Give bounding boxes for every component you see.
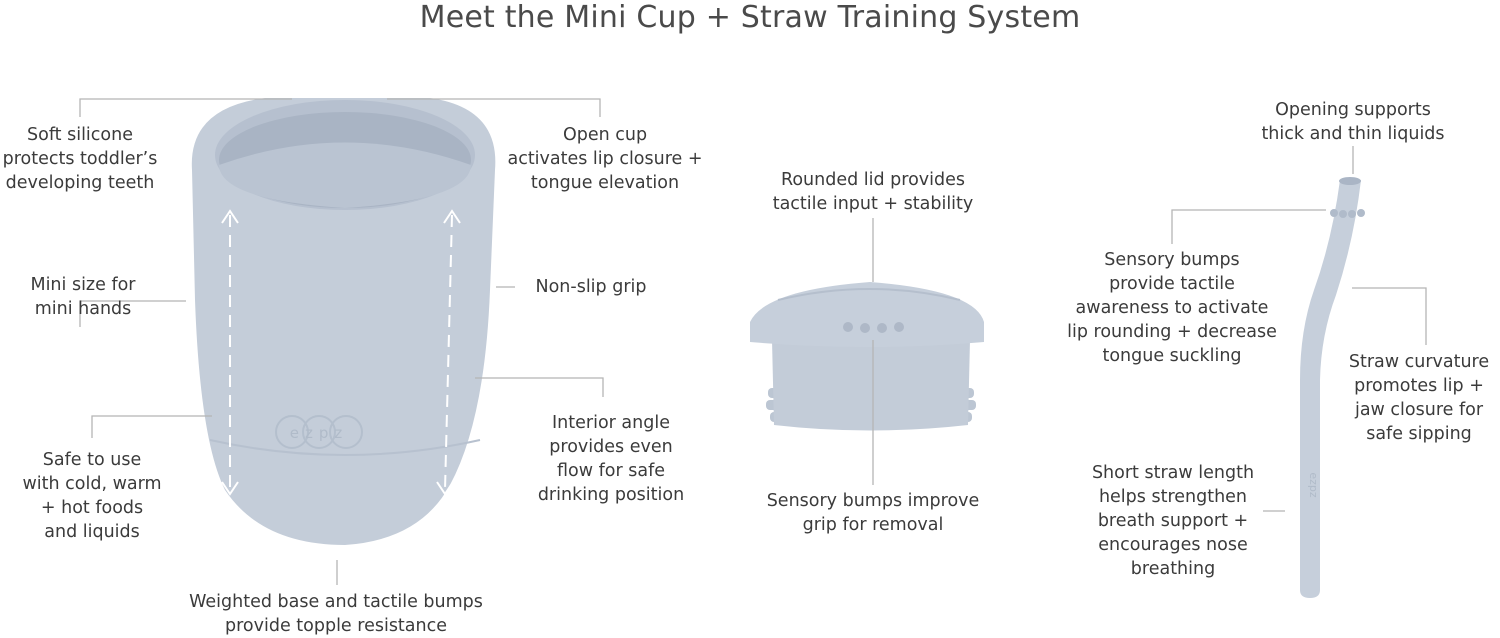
- leader-curvature: [1352, 287, 1427, 345]
- callout-weighted-base: Weighted base and tactile bumps provide …: [189, 592, 483, 636]
- page-title: Meet the Mini Cup + Straw Training Syste…: [419, 0, 1081, 35]
- callout-straw-sensory-bumps: Sensory bumps provide tactile awareness …: [1067, 250, 1277, 366]
- callout-rounded-lid: Rounded lid provides tactile input + sta…: [772, 170, 974, 214]
- callout-open-cup: Open cup activates lip closure + tongue …: [507, 125, 703, 193]
- callout-straw-curvature: Straw curvature promotes lip + jaw closu…: [1348, 352, 1490, 444]
- leader-sensory-bumps: [1171, 209, 1326, 244]
- leader-mini-size: [79, 300, 186, 327]
- callout-non-slip-grip: Non-slip grip: [535, 277, 647, 297]
- callout-straw-short-length: Short straw length helps strengthen brea…: [1091, 463, 1255, 579]
- mini-cup: [191, 98, 496, 545]
- leader-soft-silicone: [79, 98, 292, 117]
- callout-mini-size: Mini size for mini hands: [30, 275, 136, 319]
- callout-safe-to-use: Safe to use with cold, warm + hot foods …: [22, 450, 162, 542]
- leader-interior-angle: [475, 377, 604, 397]
- training-straw: [1300, 177, 1365, 598]
- leader-safe-to-use: [91, 415, 212, 438]
- cup-brand-emboss: ezpz: [290, 424, 349, 442]
- callout-soft-silicone: Soft silicone protects toddler’s develop…: [2, 125, 158, 193]
- callout-interior-angle: Interior angle provides even flow for sa…: [537, 413, 685, 505]
- leader-open-cup: [387, 98, 601, 117]
- callout-sensory-bumps-grip: Sensory bumps improve grip for removal: [766, 491, 980, 535]
- callout-straw-opening: Opening supports thick and thin liquids: [1261, 100, 1445, 144]
- rounded-lid: [750, 282, 984, 431]
- straw-brand-emboss: ezpz: [1307, 472, 1320, 498]
- leader-lines: [79, 98, 1427, 585]
